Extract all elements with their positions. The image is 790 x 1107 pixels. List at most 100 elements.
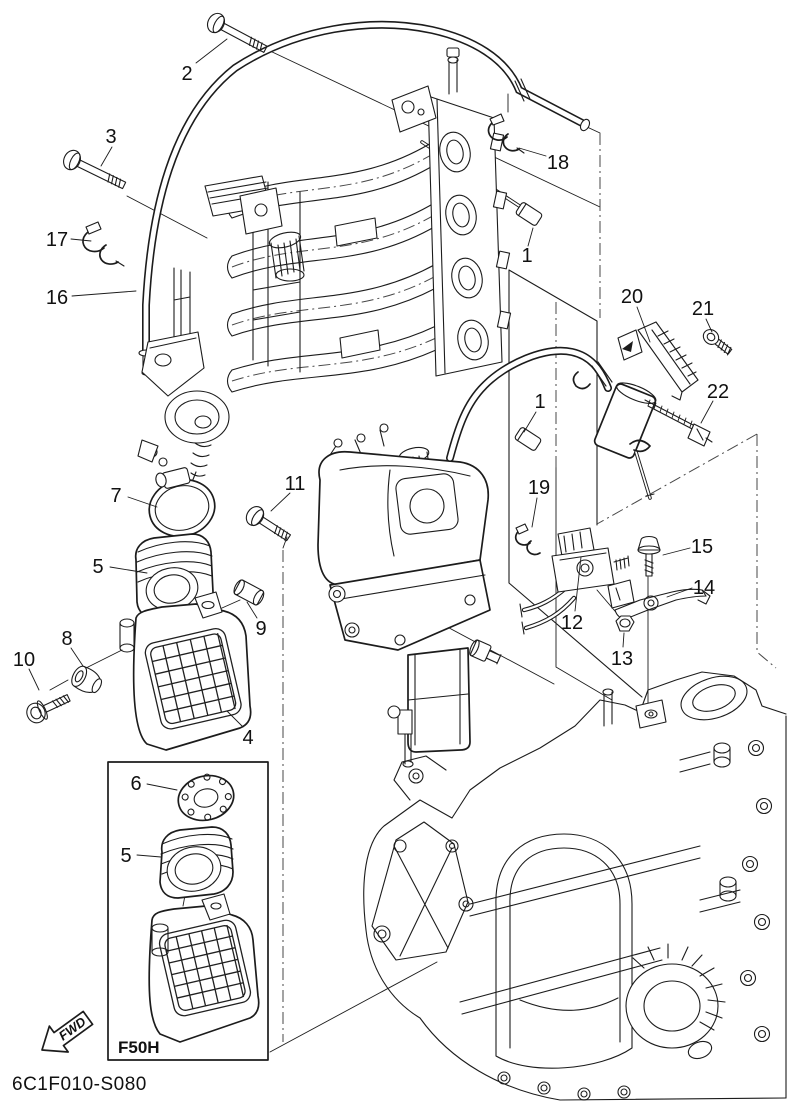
- leader-line: [574, 556, 582, 612]
- callout-number: 6: [130, 773, 141, 795]
- leader-line: [71, 290, 137, 297]
- leader-line: [622, 632, 625, 648]
- breather-pipe-assembly: [446, 346, 657, 500]
- callout-number: 18: [547, 152, 569, 174]
- callout-number: 12: [561, 612, 583, 634]
- callout-number: 14: [693, 577, 715, 599]
- leader-line: [636, 306, 651, 343]
- callout-number: 2: [181, 63, 192, 85]
- callout-number: 15: [691, 536, 713, 558]
- leader-line: [666, 587, 693, 598]
- bolt-11: [245, 505, 292, 542]
- leader-line: [700, 400, 714, 424]
- callout-number: 7: [110, 485, 121, 507]
- callout-number: 8: [61, 628, 72, 650]
- inset-box: F50H: [107, 761, 269, 1061]
- leader-line: [195, 38, 228, 64]
- cable-tie-22: [644, 399, 713, 447]
- leader-line: [146, 783, 178, 791]
- plate-6: [177, 773, 235, 822]
- intake-grid: [144, 627, 242, 730]
- callout-21: 21: [692, 298, 714, 333]
- breather-hose-16: [138, 20, 591, 376]
- callout-15: 15: [662, 536, 713, 558]
- bolt-10: [26, 694, 71, 724]
- callout-number: 1: [521, 245, 532, 267]
- intake-duct-5-inset: [159, 826, 234, 899]
- callout-11: 11: [270, 473, 306, 512]
- intake-duct-5: [134, 533, 214, 619]
- leader-line: [662, 547, 691, 556]
- callout-number: 20: [621, 286, 643, 308]
- carburetor-assembly: [317, 423, 491, 768]
- callout-19: 19: [528, 477, 550, 528]
- callout-9: 9: [246, 601, 267, 640]
- bracket-20: [617, 321, 699, 401]
- construction-lines: [49, 49, 777, 1053]
- callout-18: 18: [518, 147, 569, 174]
- grommet-8: [71, 665, 103, 694]
- callout-8: 8: [61, 628, 84, 667]
- callout-number: 16: [46, 287, 68, 309]
- screw-21: [702, 329, 733, 356]
- air-silencer-box-4: [119, 591, 252, 751]
- leader-line: [531, 497, 538, 528]
- callout-number: 10: [13, 649, 35, 671]
- flange-studs: [489, 132, 512, 330]
- mounting-ear: [194, 591, 223, 619]
- bolt-2: [206, 12, 268, 53]
- air-silencer-box-inset: [148, 893, 260, 1043]
- callout-7: 7: [110, 485, 158, 508]
- intake-manifold-drawing: [137, 47, 512, 483]
- leader-line: [518, 147, 547, 157]
- leader-line: [28, 668, 40, 691]
- callout-number: 11: [285, 473, 306, 495]
- hose-clamp-18: [487, 113, 525, 154]
- leader-line: [100, 146, 113, 167]
- bolt-15: [637, 535, 661, 577]
- leader-line: [109, 566, 148, 574]
- valve-assembly-12: [519, 527, 630, 635]
- callout-20: 20: [621, 286, 651, 343]
- drawing-code: 6C1F010-S080: [12, 1074, 147, 1095]
- callout-number: 13: [611, 648, 633, 670]
- callout-number: 5: [92, 556, 103, 578]
- callout-14: 14: [666, 577, 715, 599]
- callout-number: 5: [120, 845, 131, 867]
- callout-5b: 5: [120, 845, 162, 867]
- fwd-arrow: FWD: [41, 1010, 94, 1053]
- leader-line: [70, 238, 92, 242]
- inset-model-label: F50H: [118, 1038, 160, 1057]
- callout-13: 13: [611, 632, 633, 670]
- callout-number: 1: [534, 391, 545, 413]
- callout-number: 3: [105, 126, 116, 148]
- leader-line: [70, 647, 84, 667]
- leader-line: [127, 496, 158, 508]
- bracket-14: [607, 579, 711, 619]
- callout-1b: 1: [523, 391, 546, 433]
- callout-5a: 5: [92, 556, 148, 578]
- leader-line: [527, 227, 534, 247]
- leader-line: [523, 411, 537, 433]
- callout-12: 12: [561, 556, 583, 634]
- callout-1a: 1: [521, 227, 534, 267]
- callout-3: 3: [100, 126, 117, 167]
- callout-number: 19: [528, 477, 550, 499]
- leader-line: [136, 854, 162, 858]
- callout-4: 4: [226, 710, 254, 749]
- leader-line: [246, 601, 258, 619]
- flange-ports: [439, 131, 489, 361]
- spacer-9: [233, 579, 265, 606]
- leader-line: [226, 710, 244, 728]
- nut-13: [615, 615, 635, 632]
- socket-bolt: [469, 639, 502, 665]
- clamp-ring-7: [148, 467, 216, 538]
- callout-17: 17: [46, 229, 92, 251]
- hose-clamp-19: [514, 523, 541, 556]
- callout-10: 10: [13, 649, 40, 691]
- hose-clamp-17: [82, 221, 125, 267]
- callout-number: 9: [255, 618, 266, 640]
- bolt-3: [63, 149, 127, 190]
